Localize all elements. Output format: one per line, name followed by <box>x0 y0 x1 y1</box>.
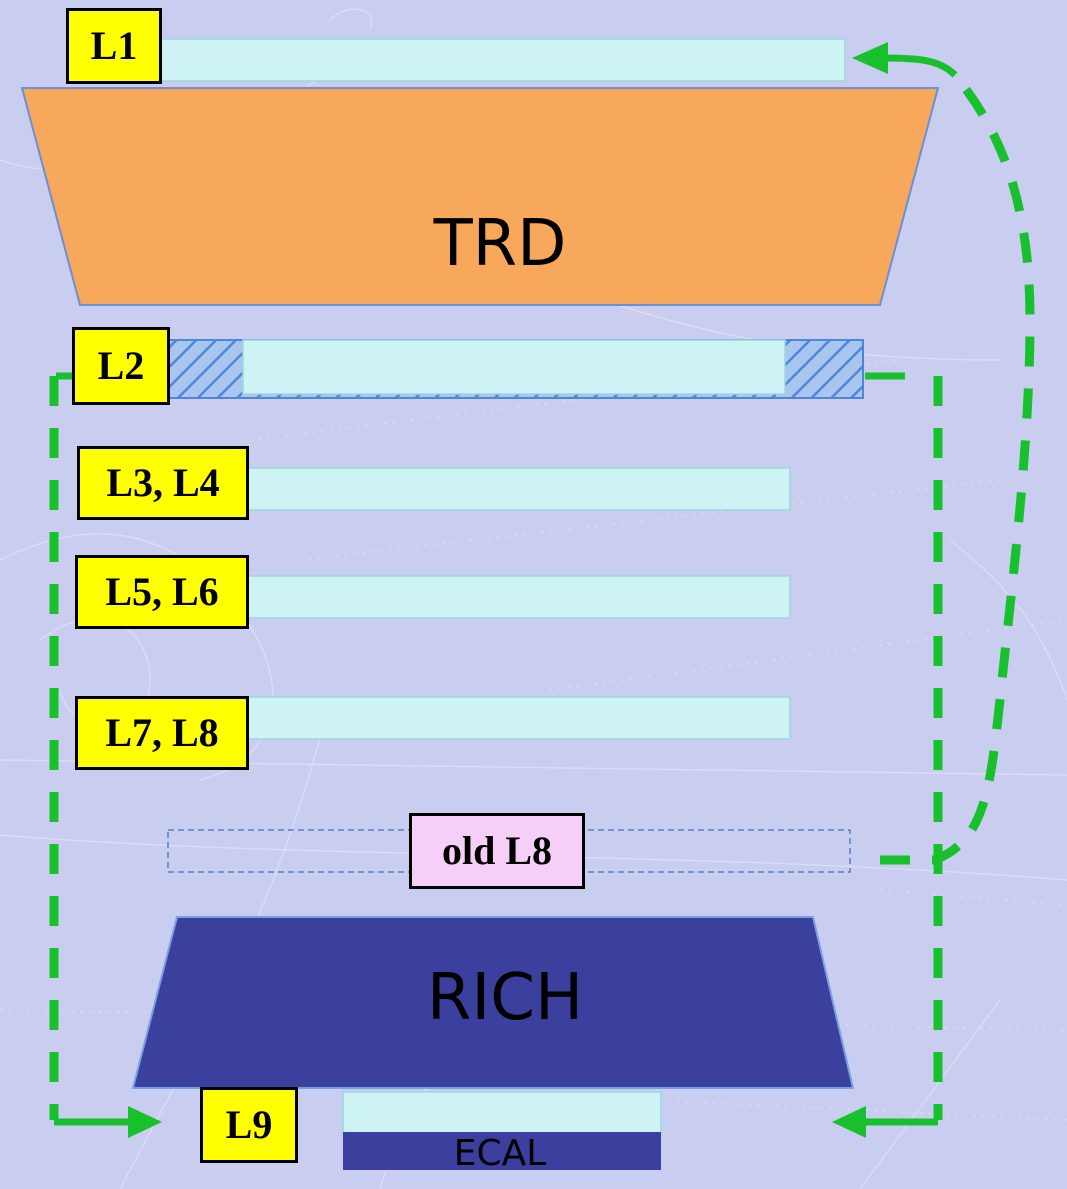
plane-l1 <box>149 38 846 82</box>
label-old-l8: old L8 <box>409 813 585 889</box>
arrow-head-right-to-l9 <box>832 1106 866 1138</box>
ecal-label: ECAL <box>453 1133 547 1174</box>
trd-detector <box>20 87 940 306</box>
rich-detector <box>131 916 855 1089</box>
plane-l9 <box>342 1091 662 1135</box>
arrow-head-left-to-l9 <box>128 1106 162 1138</box>
arrow-path-l1-tip <box>879 54 958 78</box>
arrow-head-to-l1 <box>852 42 888 74</box>
trd-label: TRD <box>433 207 567 281</box>
ecal-detector <box>343 1132 661 1170</box>
plane-l5-l6 <box>239 575 791 619</box>
label-l1: L1 <box>66 8 162 84</box>
label-l5-l6: L5, L6 <box>75 555 249 629</box>
label-l9: L9 <box>200 1087 298 1163</box>
rich-label: RICH <box>426 961 584 1035</box>
label-l2: L2 <box>72 327 170 405</box>
plane-l7-l8 <box>239 696 791 740</box>
label-l3-l4: L3, L4 <box>77 446 249 520</box>
label-l7-l8: L7, L8 <box>75 696 249 770</box>
plane-l3-l4 <box>239 467 791 511</box>
arrow-path-oldl8-to-l1 <box>880 72 1035 865</box>
plane-l2 <box>242 339 786 395</box>
